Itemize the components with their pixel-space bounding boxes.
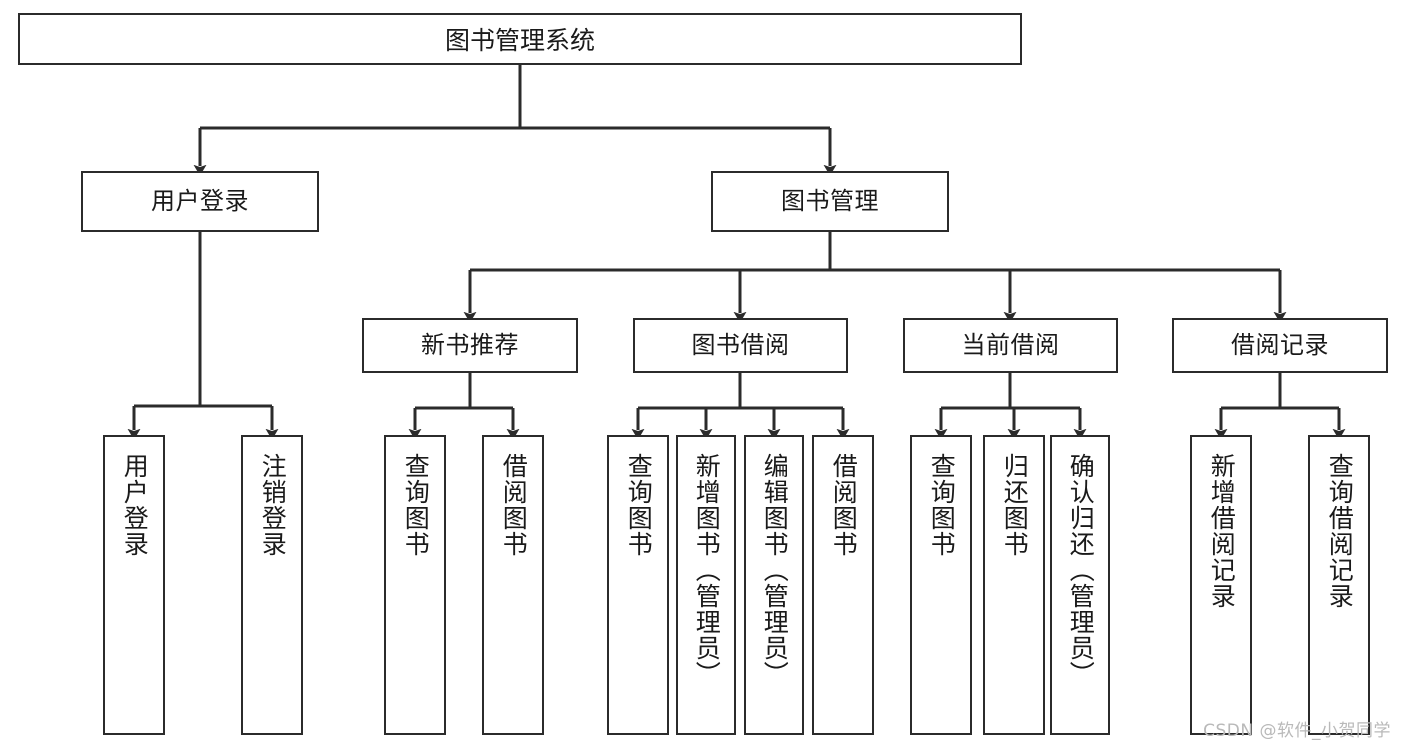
node-book-borrow-label: 图书借阅 xyxy=(691,331,790,360)
leaf-add-book-admin[interactable]: 新增图书（管理员） xyxy=(676,435,736,735)
leaf-label: 查询图书 xyxy=(401,453,431,557)
node-root[interactable]: 图书管理系统 xyxy=(18,13,1022,65)
leaf-label: 借阅图书 xyxy=(829,453,859,557)
leaf-label: 用户登录 xyxy=(120,453,150,557)
node-new-book-recommend[interactable]: 新书推荐 xyxy=(362,318,578,373)
node-borrow-record[interactable]: 借阅记录 xyxy=(1172,318,1388,373)
node-new-book-recommend-label: 新书推荐 xyxy=(421,331,519,360)
leaf-query-book-borrow[interactable]: 查询图书 xyxy=(607,435,669,735)
leaf-query-book-current[interactable]: 查询图书 xyxy=(910,435,972,735)
leaf-edit-book-admin[interactable]: 编辑图书（管理员） xyxy=(744,435,804,735)
node-book-borrow[interactable]: 图书借阅 xyxy=(633,318,848,373)
leaf-label: 新增图书（管理员） xyxy=(692,453,722,687)
node-current-borrow[interactable]: 当前借阅 xyxy=(903,318,1118,373)
leaf-label: 查询图书 xyxy=(624,453,654,557)
leaf-label: 确认归还（管理员） xyxy=(1066,453,1096,687)
node-borrow-record-label: 借阅记录 xyxy=(1231,331,1329,360)
leaf-label: 借阅图书 xyxy=(499,453,529,557)
node-user-login[interactable]: 用户登录 xyxy=(81,171,319,232)
leaf-return-book[interactable]: 归还图书 xyxy=(983,435,1045,735)
leaf-user-login[interactable]: 用户登录 xyxy=(103,435,165,735)
leaf-logout[interactable]: 注销登录 xyxy=(241,435,303,735)
leaf-confirm-return-admin[interactable]: 确认归还（管理员） xyxy=(1050,435,1110,735)
leaf-label: 编辑图书（管理员） xyxy=(760,453,790,687)
node-user-login-label: 用户登录 xyxy=(151,187,249,216)
leaf-label: 归还图书 xyxy=(1000,453,1030,557)
node-book-management-label: 图书管理 xyxy=(781,187,879,216)
leaf-borrow-book-recommend[interactable]: 借阅图书 xyxy=(482,435,544,735)
leaf-query-book-recommend[interactable]: 查询图书 xyxy=(384,435,446,735)
node-book-management[interactable]: 图书管理 xyxy=(711,171,949,232)
leaf-label: 查询图书 xyxy=(927,453,957,557)
leaf-query-borrow-record[interactable]: 查询借阅记录 xyxy=(1308,435,1370,735)
leaf-add-borrow-record[interactable]: 新增借阅记录 xyxy=(1190,435,1252,735)
leaf-label: 注销登录 xyxy=(258,453,288,557)
node-current-borrow-label: 当前借阅 xyxy=(961,331,1060,360)
leaf-borrow-book[interactable]: 借阅图书 xyxy=(812,435,874,735)
leaf-label: 查询借阅记录 xyxy=(1325,453,1355,609)
watermark: CSDN @软件_小贺同学 xyxy=(1203,721,1391,741)
leaf-label: 新增借阅记录 xyxy=(1207,453,1237,609)
node-root-label: 图书管理系统 xyxy=(444,26,595,55)
